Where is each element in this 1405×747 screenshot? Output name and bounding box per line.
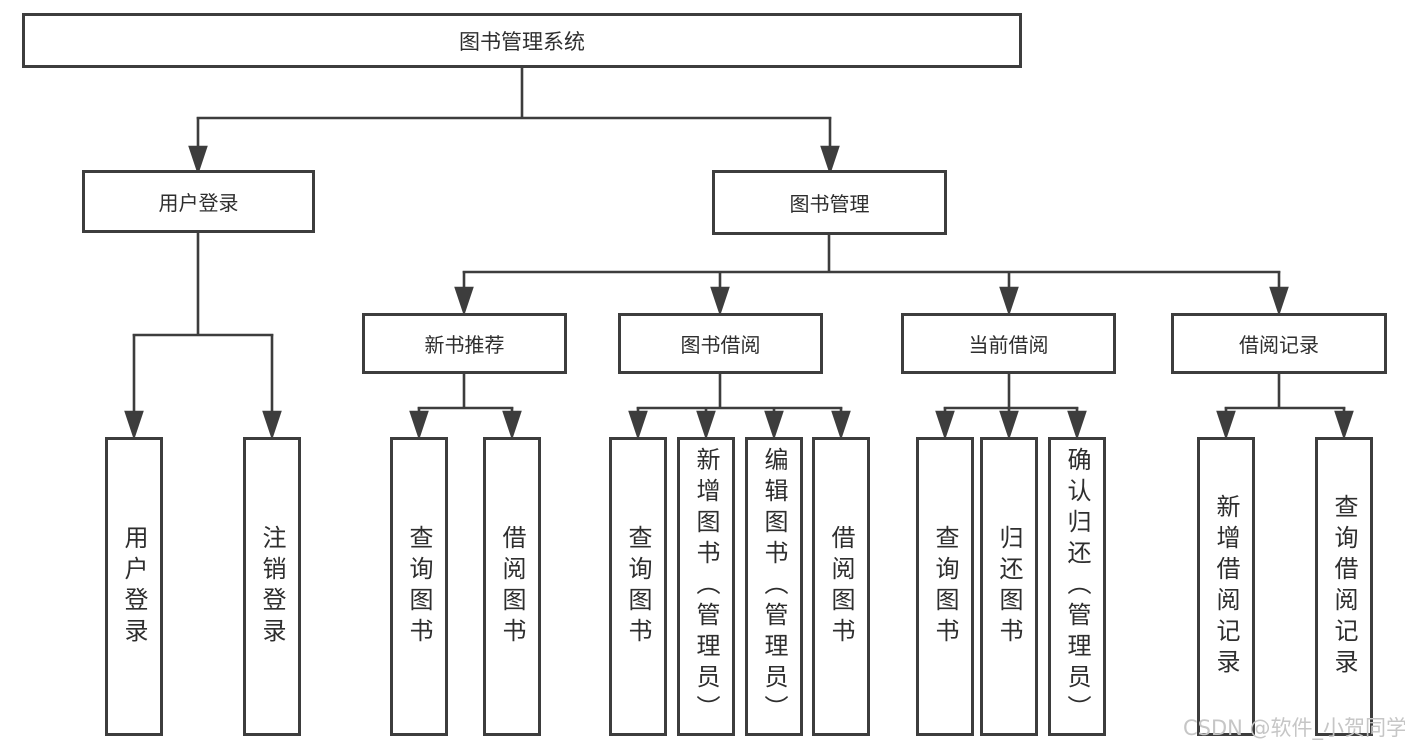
leaf-label: 编辑图书（管理员） xyxy=(760,447,788,726)
leaf-label: 用户登录 xyxy=(120,524,148,649)
leaf-add-borrow-record: 新增借阅记录 xyxy=(1197,437,1255,736)
node-current-borrow: 当前借阅 xyxy=(901,313,1116,374)
leaf-add-book-admin: 新增图书（管理员） xyxy=(677,437,735,736)
leaf-label: 新增借阅记录 xyxy=(1212,493,1240,680)
leaf-confirm-return-admin: 确认归还（管理员） xyxy=(1048,437,1106,736)
leaf-logout: 注销登录 xyxy=(243,437,301,736)
leaf-label: 新增图书（管理员） xyxy=(692,447,720,726)
leaf-label: 查询图书 xyxy=(405,524,433,649)
watermark-text: CSDN @软件_小贺同学 xyxy=(1183,716,1405,740)
node-user-login: 用户登录 xyxy=(82,170,315,233)
leaf-label: 查询借阅记录 xyxy=(1330,493,1358,680)
node-new-book-recommend: 新书推荐 xyxy=(362,313,567,374)
node-book-management: 图书管理 xyxy=(712,170,947,235)
leaf-borrow-books: 借阅图书 xyxy=(812,437,870,736)
leaf-label: 查询图书 xyxy=(624,524,652,649)
connector-book-borrow-split xyxy=(628,374,851,441)
leaf-label: 归还图书 xyxy=(995,524,1023,649)
connector-book-management-split xyxy=(454,235,1289,317)
leaf-return-books: 归还图书 xyxy=(980,437,1038,736)
leaf-borrow-books-recommend: 借阅图书 xyxy=(483,437,541,736)
connector-user-login-split xyxy=(124,233,282,441)
leaf-label: 查询图书 xyxy=(931,524,959,649)
connector-new-book-split xyxy=(409,374,522,441)
leaf-query-borrow-record: 查询借阅记录 xyxy=(1315,437,1373,736)
leaf-query-books-recommend: 查询图书 xyxy=(390,437,448,736)
connector-current-borrow-split xyxy=(935,374,1087,441)
leaf-user-login: 用户登录 xyxy=(105,437,163,736)
leaf-label: 借阅图书 xyxy=(827,524,855,649)
node-book-borrow: 图书借阅 xyxy=(618,313,823,374)
leaf-edit-book-admin: 编辑图书（管理员） xyxy=(745,437,803,736)
leaf-label: 注销登录 xyxy=(258,524,286,649)
node-root: 图书管理系统 xyxy=(22,13,1022,68)
leaf-query-books-borrow: 查询图书 xyxy=(609,437,667,736)
connector-root-split xyxy=(188,68,840,176)
leaf-label: 确认归还（管理员） xyxy=(1063,447,1091,726)
connector-borrow-records-split xyxy=(1216,374,1354,441)
node-borrow-records: 借阅记录 xyxy=(1171,313,1387,374)
leaf-query-books-current: 查询图书 xyxy=(916,437,974,736)
leaf-label: 借阅图书 xyxy=(498,524,526,649)
